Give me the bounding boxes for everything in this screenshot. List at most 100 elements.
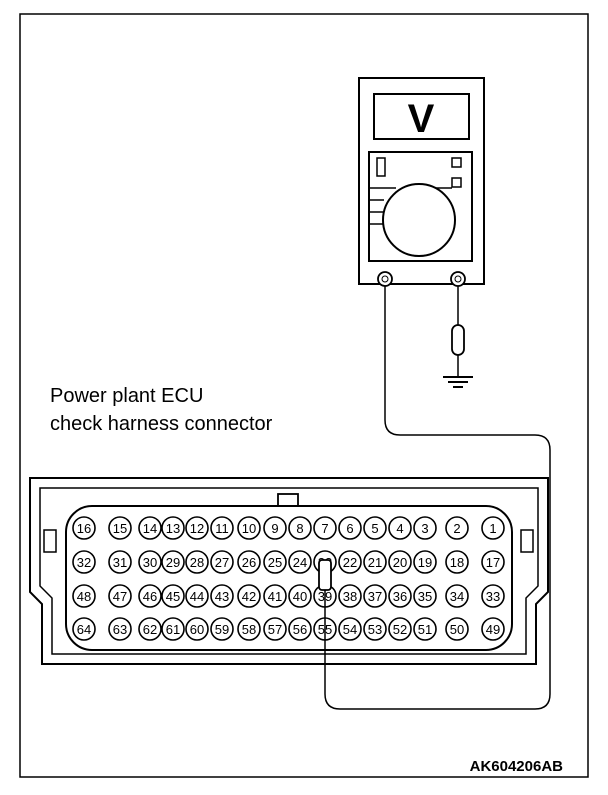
pin-13-socket <box>161 516 185 540</box>
pin-21-socket <box>363 550 387 574</box>
pin-24-socket <box>288 550 312 574</box>
ground-lead <box>443 286 473 388</box>
pin-11-socket <box>210 516 234 540</box>
pin-15-socket <box>108 516 132 540</box>
pin-48-socket <box>72 584 96 608</box>
pin-26-socket <box>237 550 261 574</box>
pin-50-socket <box>445 617 469 641</box>
pin-2-socket <box>445 516 469 540</box>
test-lead-wire <box>324 286 551 710</box>
pin-22-label: 22 <box>343 555 357 570</box>
pin-13-label: 13 <box>166 521 180 536</box>
pin-43-socket <box>210 584 234 608</box>
pin-4-label: 4 <box>396 521 403 536</box>
pin-46-socket <box>138 584 162 608</box>
pin-3-socket <box>413 516 437 540</box>
pin-52-label: 52 <box>393 622 407 637</box>
pin-18-label: 18 <box>450 555 464 570</box>
pin-33-label: 33 <box>486 589 500 604</box>
pin-40-label: 40 <box>293 589 307 604</box>
pin-60-label: 60 <box>190 622 204 637</box>
pin-57-label: 57 <box>268 622 282 637</box>
pin-44-label: 44 <box>190 589 204 604</box>
pin-20-label: 20 <box>393 555 407 570</box>
figure-code: AK604206AB <box>470 758 564 775</box>
voltmeter-jack-left-inner <box>381 275 389 283</box>
pin-54-socket <box>338 617 362 641</box>
pin-29-label: 29 <box>166 555 180 570</box>
check-harness-connector <box>29 477 549 665</box>
pin-9-label: 9 <box>271 521 278 536</box>
pin-37-label: 37 <box>368 589 382 604</box>
pin-46-label: 46 <box>143 589 157 604</box>
pin-32-socket <box>72 550 96 574</box>
pin-30-label: 30 <box>143 555 157 570</box>
pin-36-label: 36 <box>393 589 407 604</box>
pin-3-label: 3 <box>421 521 428 536</box>
pin-56-label: 56 <box>293 622 307 637</box>
voltmeter-jack-right <box>450 271 466 287</box>
pin-17-socket <box>481 550 505 574</box>
pin-1-label: 1 <box>489 521 496 536</box>
ground-probe-body <box>451 324 465 356</box>
pin-29-socket <box>161 550 185 574</box>
pin-31-socket <box>108 550 132 574</box>
pin-28-label: 28 <box>190 555 204 570</box>
pin-20-socket <box>388 550 412 574</box>
pin-16-label: 16 <box>77 521 91 536</box>
pin-64-label: 64 <box>77 622 91 637</box>
pin-63-socket <box>108 617 132 641</box>
pin-30-socket <box>138 550 162 574</box>
pin-36-socket <box>388 584 412 608</box>
connector-pin-face <box>65 505 513 651</box>
pin-34-label: 34 <box>450 589 464 604</box>
voltmeter-display <box>373 93 470 140</box>
pin-50-label: 50 <box>450 622 464 637</box>
pin-22-socket <box>338 550 362 574</box>
pin-42-label: 42 <box>242 589 256 604</box>
pin-64-socket <box>72 617 96 641</box>
pin-31-label: 31 <box>113 555 127 570</box>
pin-41-label: 41 <box>268 589 282 604</box>
pin-33-socket <box>481 584 505 608</box>
pin-35-label: 35 <box>418 589 432 604</box>
pin-7-label: 7 <box>321 521 328 536</box>
pin-37-socket <box>363 584 387 608</box>
pin-6-label: 6 <box>346 521 353 536</box>
ground-symbol-icon <box>443 376 473 388</box>
pin-56-socket <box>288 617 312 641</box>
pin-63-label: 63 <box>113 622 127 637</box>
test-probe-tip <box>318 559 332 591</box>
pin-53-label: 53 <box>368 622 382 637</box>
pin-61-label: 61 <box>166 622 180 637</box>
pin-12-socket <box>185 516 209 540</box>
pin-14-socket <box>138 516 162 540</box>
connector-side-tab-right <box>520 529 534 553</box>
pin-27-socket <box>210 550 234 574</box>
pin-58-socket <box>237 617 261 641</box>
connector-latch <box>277 493 299 507</box>
pin-45-socket <box>161 584 185 608</box>
connector-caption-line1: Power plant ECU <box>50 385 203 407</box>
pin-12-label: 12 <box>190 521 204 536</box>
pin-61-socket <box>161 617 185 641</box>
voltmeter-range-marks <box>370 187 452 225</box>
voltmeter-display-symbol: V <box>408 97 435 141</box>
pin-49-label: 49 <box>486 622 500 637</box>
pin-19-label: 19 <box>418 555 432 570</box>
pin-60-socket <box>185 617 209 641</box>
pin-10-socket <box>237 516 261 540</box>
connector-side-tab-left <box>43 529 57 553</box>
pin-38-socket <box>338 584 362 608</box>
pin-19-socket <box>413 550 437 574</box>
pin-28-socket <box>185 550 209 574</box>
pin-21-label: 21 <box>368 555 382 570</box>
pin-25-label: 25 <box>268 555 282 570</box>
pin-34-socket <box>445 584 469 608</box>
pin-42-socket <box>237 584 261 608</box>
pin-41-socket <box>263 584 287 608</box>
pin-16-socket <box>72 516 96 540</box>
pin-15-label: 15 <box>113 521 127 536</box>
pin-5-label: 5 <box>371 521 378 536</box>
